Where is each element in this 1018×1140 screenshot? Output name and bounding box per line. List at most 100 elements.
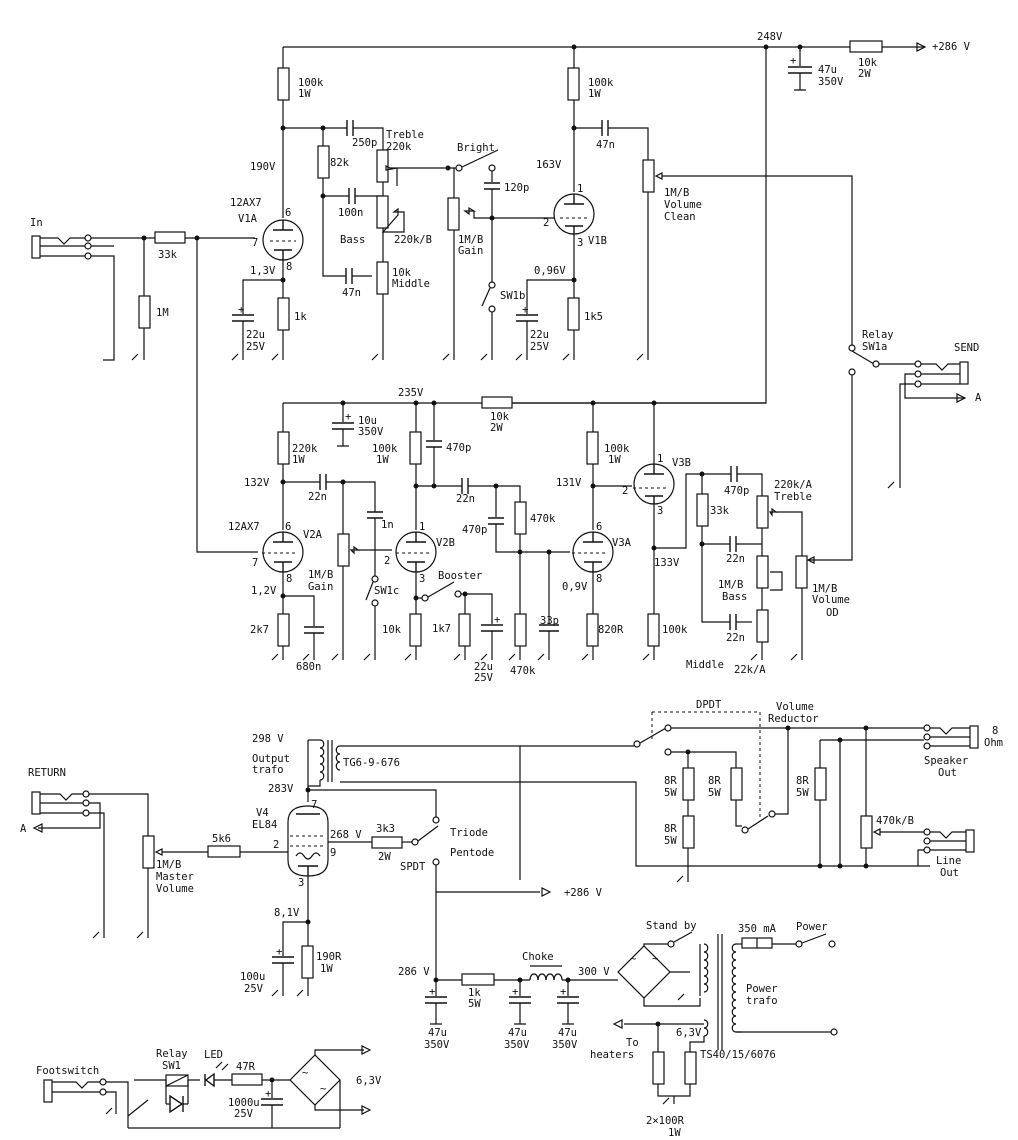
- supply-c1-v: 350V: [424, 1039, 450, 1051]
- send-a: A: [975, 392, 982, 404]
- v1b-stage: 100k 1W 47n 163V 1 2 3 V1B 0,96V + 22u 2…: [515, 47, 649, 361]
- v1a-v-cath: 1,3V: [250, 265, 276, 277]
- booster-c: 22u: [474, 661, 493, 673]
- svg-text:9: 9: [330, 847, 336, 859]
- v2a-cath-r: 2k7: [250, 624, 269, 636]
- svg-text:2: 2: [273, 839, 279, 851]
- pt-type: TS40/15/6076: [700, 1049, 776, 1061]
- node-235-label: 235V: [398, 387, 424, 399]
- svg-text:2: 2: [384, 555, 390, 567]
- clean-treble-val: 220k: [386, 141, 412, 153]
- spdt-label: SPDT: [400, 861, 426, 873]
- out-r2w: 5W: [664, 835, 677, 847]
- svg-text:+: +: [429, 986, 435, 998]
- power-switch-label: Power: [796, 921, 828, 933]
- v2b-plate-r-w: 1W: [376, 454, 389, 466]
- v1a-cath-c-v: 25V: [246, 341, 266, 353]
- v3b-cath-r: 100k: [662, 624, 688, 636]
- svg-text:+: +: [265, 1088, 271, 1100]
- clean-bass-val: 220k/B: [394, 234, 432, 246]
- clean-mid-val: 10k: [392, 267, 412, 279]
- od-bass-label: Bass: [722, 591, 747, 603]
- fs-c: 1000u: [228, 1097, 260, 1109]
- v2b-c-bypass: 470p: [446, 442, 471, 454]
- out-r2: 8R: [664, 823, 677, 835]
- od-treble-val: 220k/A: [774, 479, 813, 491]
- od-volume-pot: [795, 555, 808, 589]
- clean-c-treble: 250p: [352, 137, 377, 149]
- clean-gain: 1M/B Gain Bright 120p SW1b: [442, 142, 556, 361]
- supply-c2-v: 350V: [504, 1039, 530, 1051]
- relay-send: Relay SW1a SEND A: [808, 329, 982, 561]
- clean-mid-label: Middle: [392, 278, 430, 290]
- svg-text:3: 3: [419, 573, 425, 585]
- svg-text:+: +: [238, 304, 244, 316]
- v2b-name: V2B: [436, 537, 455, 549]
- clean-volume-l2: Clean: [664, 211, 696, 223]
- ot-type: TG6-9-676: [343, 757, 400, 769]
- master-l1: Master: [156, 871, 194, 883]
- svg-text:+: +: [522, 304, 528, 316]
- v2a-tube-type: 12AX7: [228, 521, 260, 533]
- rail-235: 10k 2W 235V + 10u 350V: [283, 387, 766, 447]
- rectifier-bridge: [617, 945, 671, 999]
- bright-c: 120p: [504, 182, 529, 194]
- ot-l2: trafo: [252, 764, 284, 776]
- v1a-stage: 100k 1W 190V 12AX7 V1A 6 7 8 1,3V + 22u …: [230, 47, 324, 361]
- clean-gain-pot: [447, 197, 460, 231]
- v3a-v-plate: 131V: [556, 477, 582, 489]
- od-mid-val: 22k/A: [734, 664, 766, 676]
- svg-text:~: ~: [302, 1067, 308, 1079]
- svg-text:2: 2: [543, 217, 549, 229]
- heater-v: 6,3V: [676, 1027, 702, 1039]
- supply-v300: 300 V: [578, 966, 610, 978]
- fs-rectifier: [289, 1054, 341, 1106]
- supply-c3: 47u: [558, 1027, 577, 1039]
- relay-label: Relay: [862, 329, 894, 341]
- svg-text:8: 8: [286, 261, 292, 273]
- svg-text:+: +: [345, 411, 351, 423]
- clean-tonestack: 250p 82k 100n Treble 220k Bass 220k/B 47…: [283, 120, 448, 361]
- clean-c-mid: 47n: [342, 287, 361, 299]
- c235-label: 10u: [358, 415, 377, 427]
- supply-r-w: 5W: [468, 998, 481, 1010]
- input-r-grid: 33k: [158, 249, 178, 261]
- svg-text:8: 8: [596, 573, 602, 585]
- out-r1w: 5W: [664, 787, 677, 799]
- el84-v-plate: 298 V: [252, 733, 284, 745]
- svg-text:6: 6: [596, 521, 602, 533]
- pt-l2: trafo: [746, 995, 778, 1007]
- svg-text:+: +: [276, 946, 282, 958]
- v2a-cath-c: 680n: [296, 661, 321, 673]
- svg-text:1: 1: [577, 183, 583, 195]
- v1b-v-cath: 0,96V: [534, 265, 566, 277]
- v1a-tube-type: 12AX7: [230, 197, 262, 209]
- el84-cath-r: 190R: [316, 951, 342, 963]
- v1a-cath-r: 1k: [294, 311, 307, 323]
- ohm-value: 8: [992, 725, 998, 737]
- input-jack-label: In: [30, 217, 43, 229]
- od-gain-label: Gain: [308, 581, 333, 593]
- el84-tube: [287, 805, 329, 877]
- screen-r-w: 2W: [378, 851, 391, 863]
- clean-volume-l1: Volume: [664, 199, 702, 211]
- booster-c-v: 25V: [474, 672, 494, 684]
- interstage-r-gnd: 470k: [510, 665, 536, 677]
- fs-c-v: 25V: [234, 1108, 254, 1120]
- v3a-cath-r: 820R: [598, 624, 624, 636]
- pt-l1: Power: [746, 983, 778, 995]
- svg-text:+: +: [560, 986, 566, 998]
- line-out-pot: [860, 815, 873, 849]
- out-r4: 8R: [796, 775, 809, 787]
- v1a-plate-r: 100k: [298, 77, 324, 89]
- svg-text:~: ~: [630, 953, 636, 965]
- svg-text:3: 3: [657, 505, 663, 517]
- od-r-slope: 33k: [710, 505, 730, 517]
- send-label: SEND: [954, 342, 979, 354]
- v3b-name: V3B: [672, 457, 691, 469]
- vr-l1: Volume: [776, 701, 814, 713]
- od-mid-pot: [756, 609, 769, 643]
- v1a-cath-c: 22u: [246, 329, 265, 341]
- output-section: DPDT Volume Reductor 8R 5W 8R 5W 8R 5W 8…: [520, 699, 1003, 883]
- master-volume-pot: [142, 835, 155, 869]
